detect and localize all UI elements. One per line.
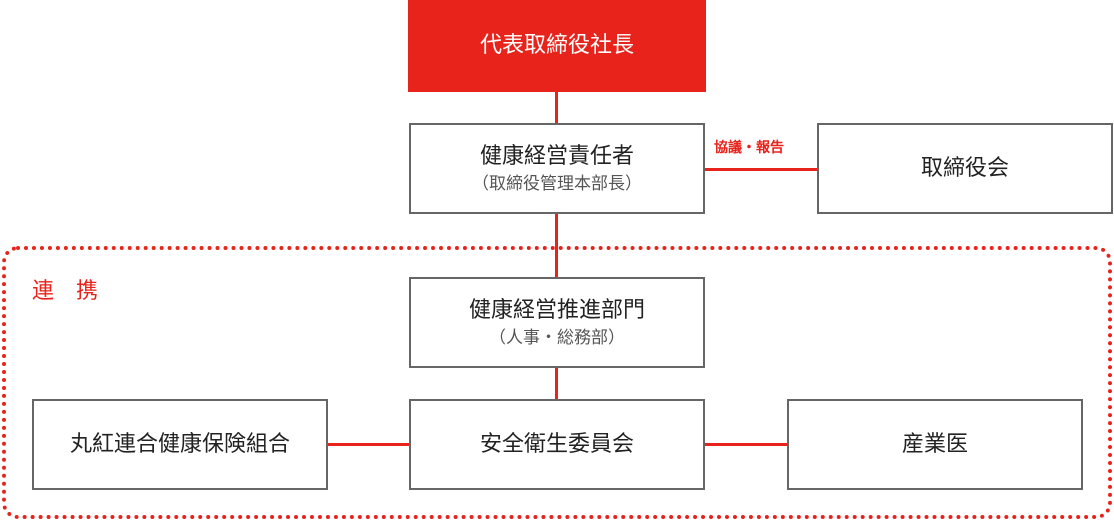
promotion-subtitle: （人事・総務部） xyxy=(489,327,625,348)
health-insurance-box: 丸紅連合健康保険組合 xyxy=(32,399,328,490)
connector-promotion-safety xyxy=(555,368,558,399)
connector-insurance-safety xyxy=(328,443,409,446)
safety-committee-box: 安全衛生委員会 xyxy=(409,399,705,490)
health-insurance-title: 丸紅連合健康保険組合 xyxy=(69,431,290,457)
connector-manager-board xyxy=(705,168,817,171)
connector-safety-doctor xyxy=(705,443,787,446)
manager-subtitle: （取締役管理本部長） xyxy=(472,173,642,194)
ceo-title: 代表取締役社長 xyxy=(479,33,634,58)
promotion-title: 健康経営推進部門 xyxy=(468,297,645,323)
ceo-box: 代表取締役社長 xyxy=(408,0,706,92)
manager-title: 健康経営責任者 xyxy=(479,143,634,169)
doctor-box: 産業医 xyxy=(787,399,1083,490)
relation-label: 協議・報告 xyxy=(714,140,784,156)
connector-ceo-manager xyxy=(555,92,558,123)
board-box: 取締役会 xyxy=(817,123,1113,214)
manager-box: 健康経営責任者 （取締役管理本部長） xyxy=(409,123,705,214)
connector-manager-promotion xyxy=(555,214,558,277)
board-title: 取締役会 xyxy=(920,155,1009,181)
collaboration-label: 連 携 xyxy=(32,279,99,304)
safety-committee-title: 安全衛生委員会 xyxy=(479,431,634,457)
promotion-box: 健康経営推進部門 （人事・総務部） xyxy=(409,277,705,368)
doctor-title: 産業医 xyxy=(901,431,968,457)
